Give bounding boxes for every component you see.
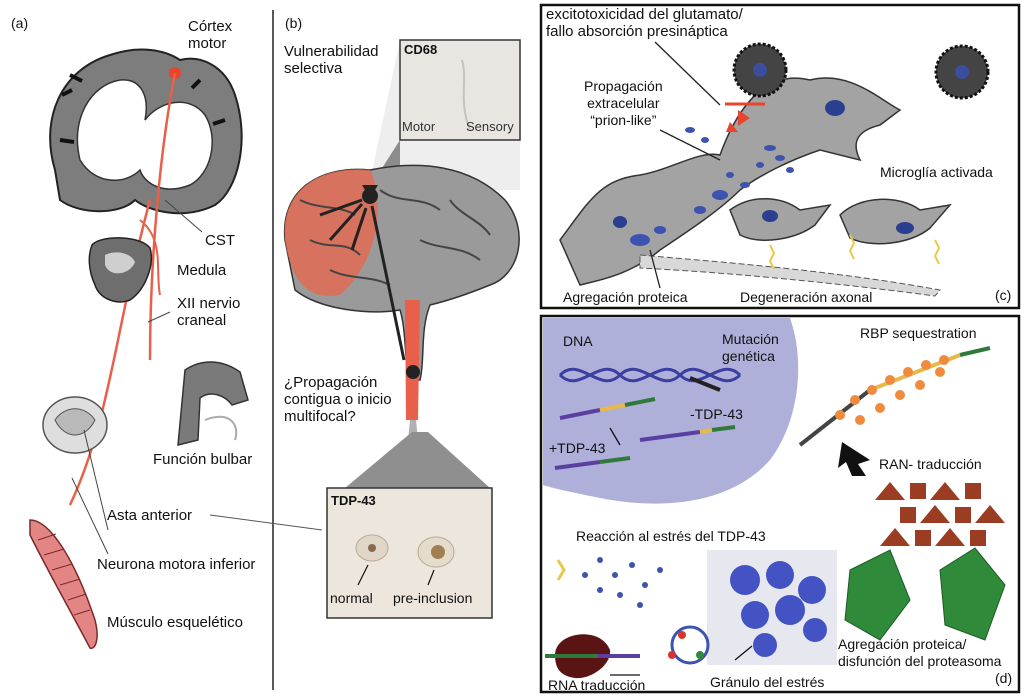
cd68-motor-label: Motor xyxy=(402,119,436,134)
mutation-arrow xyxy=(689,376,721,392)
ran-translation-label: RAN- traducción xyxy=(879,456,982,472)
motor-cortex-label: Córtex motor xyxy=(188,18,233,52)
tdp43-normal-label: normal xyxy=(330,590,373,606)
microglia-cells xyxy=(732,42,990,100)
panel-b-letter: (b) xyxy=(285,15,303,31)
panel-a-leaders xyxy=(71,199,203,555)
plus-tdp43-label: +TDP-43 xyxy=(549,440,606,456)
bulbar-function-label: Función bulbar xyxy=(153,451,253,468)
tdp43-title: TDP-43 xyxy=(331,493,376,508)
cst-label: CST xyxy=(205,232,235,249)
brain-sagittal xyxy=(283,164,520,440)
spinal-star-marker xyxy=(406,365,420,379)
brain-coronal-section xyxy=(49,48,243,215)
panel-c-letter: (c) xyxy=(995,287,1012,303)
skeletal-muscle-label: Músculo esquelético xyxy=(107,614,243,631)
rbp-sequestration-label: RBP sequestration xyxy=(860,325,977,341)
skeletal-muscle xyxy=(29,519,98,649)
spread-question-label: ¿Propagación contigua o inicio multifoca… xyxy=(284,374,392,425)
glutamate-synapse xyxy=(725,102,765,132)
stress-reaction-label: Reacción al estrés del TDP-43 xyxy=(576,528,766,544)
cranial-nerve-label: XII nervio craneal xyxy=(177,295,241,329)
protein-aggregates xyxy=(630,127,794,246)
dna-background xyxy=(543,318,799,504)
bulbar-anatomy xyxy=(177,361,249,446)
stress-granules xyxy=(730,561,827,657)
panel-b-leader xyxy=(209,514,323,531)
proteasome-label: Agregación proteica/ disfunción del prot… xyxy=(838,636,1002,669)
minus-tdp43-label: -TDP-43 xyxy=(690,406,743,422)
medulla-label: Medula xyxy=(177,262,227,279)
panel-d-frame xyxy=(539,314,1021,694)
yellow-strand xyxy=(556,559,566,581)
panel-a-letter: (a) xyxy=(11,15,29,31)
lower-motor-neuron-label: Neurona motora inferior xyxy=(97,556,256,573)
medulla-section xyxy=(88,237,152,303)
ran-arrow xyxy=(838,442,870,476)
spinal-cord-section xyxy=(42,396,108,454)
cd68-title: CD68 xyxy=(404,42,438,57)
panel-d-arrows xyxy=(609,427,753,676)
tdp43-preinclusion-label: pre-inclusion xyxy=(393,590,473,606)
panel-c-leaders xyxy=(649,41,721,289)
anterior-horn-label: Asta anterior xyxy=(107,507,193,524)
origin-star-marker xyxy=(362,188,378,204)
selective-vulnerability-label: Vulnerabilidad selectiva xyxy=(284,43,379,77)
cd68-sensory-label: Sensory xyxy=(466,119,514,134)
stress-dots xyxy=(582,557,663,608)
rbp-beads xyxy=(835,355,949,425)
dna-helix xyxy=(558,367,742,383)
glutamate-label: excitotoxicidad del glutamato/ fallo abs… xyxy=(546,6,743,40)
dna-label: DNA xyxy=(563,333,593,349)
stress-granule-label: Gránulo del estrés xyxy=(710,674,825,690)
protein-aggregation-label: Agregación proteica xyxy=(563,289,688,305)
nerve-tract xyxy=(139,219,161,296)
mutation-label: Mutación genética xyxy=(722,331,779,364)
activated-microglia-label: Microglía activada xyxy=(880,164,993,180)
tdp43-inset xyxy=(326,432,493,619)
ran-products xyxy=(875,482,1005,546)
axonal-degeneration-label: Degeneración axonal xyxy=(740,289,873,305)
spread-arrows xyxy=(319,198,406,361)
yellow-fragments xyxy=(768,234,941,270)
ribosome-complex xyxy=(545,625,710,679)
panel-d-letter: (d) xyxy=(995,670,1013,686)
rna-translation-label: RNA traducción xyxy=(548,677,646,693)
neuron-cells xyxy=(559,77,952,297)
cd68-inset xyxy=(368,39,521,190)
green-aggregates xyxy=(844,547,1006,641)
panel-c-frame xyxy=(539,3,1021,310)
prion-spread-label: Propagación extracelular “prion-like” xyxy=(584,78,663,128)
